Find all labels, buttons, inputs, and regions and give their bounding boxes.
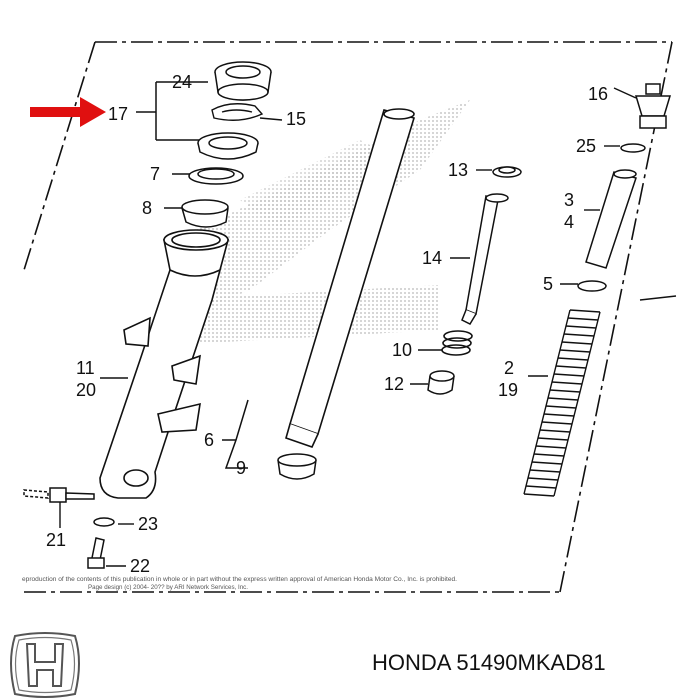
- dashed-frame: [23, 41, 673, 593]
- callout-12: 12: [384, 374, 404, 394]
- callout-23: 23: [138, 514, 158, 534]
- part-22-drain-bolt: [87, 537, 105, 569]
- part-25-o-ring: [620, 143, 646, 153]
- part-9-slide-bushing: [277, 453, 317, 480]
- part-10-rebound-spring: [441, 330, 473, 356]
- bracket-17: [136, 81, 208, 141]
- callout-19: 19: [498, 380, 518, 400]
- callout-16: 16: [588, 84, 608, 104]
- callout-11: 11: [76, 358, 95, 378]
- callout-3: 3: [564, 190, 574, 210]
- honda-h-logo-icon: [10, 632, 80, 698]
- bracket-6-9: [222, 399, 249, 469]
- part-17-oil-seal: [197, 132, 259, 160]
- callout-14: 14: [422, 248, 442, 268]
- part-11-fork-slider: [99, 229, 230, 499]
- part-14-damper-rod: [461, 193, 509, 325]
- callout-24: 24: [172, 72, 192, 92]
- callout-8: 8: [142, 198, 152, 218]
- part-7-washer: [188, 167, 244, 185]
- red-arrow-icon: [30, 97, 106, 127]
- callout-2: 2: [504, 358, 514, 378]
- part-13-washer: [492, 166, 522, 178]
- callout-6: 6: [204, 430, 214, 450]
- callout-17: 17: [108, 104, 128, 124]
- copyright-line-1: eproduction of the contents of this publ…: [22, 577, 457, 583]
- leader-lines: [59, 87, 677, 567]
- callout-21: 21: [46, 530, 66, 550]
- part-8-bushing: [181, 199, 229, 228]
- callout-25: 25: [576, 136, 596, 156]
- part-23-washer: [93, 517, 115, 527]
- part-3-spacer: [585, 169, 637, 269]
- callout-9: 9: [236, 458, 246, 478]
- callout-7: 7: [150, 164, 160, 184]
- part-16-fork-bolt: [634, 83, 672, 129]
- part-2-fork-spring: [523, 309, 601, 497]
- callout-4: 4: [564, 212, 574, 232]
- callout-22: 22: [130, 556, 150, 576]
- part-24-dust-seal: [214, 61, 272, 101]
- part-number-caption: HONDA 51490MKAD81: [372, 650, 606, 675]
- part-6-fork-tube: [285, 108, 416, 448]
- callout-labels: 24 17 15 7 8 11 20 6 9 13 14 10 12 16 25…: [46, 72, 608, 576]
- part-21-socket-bolt: [23, 487, 95, 503]
- callout-15: 15: [286, 109, 306, 129]
- copyright-line-2: Page design (c) 2004- 20?? by ARI Networ…: [88, 585, 248, 591]
- part-12-oil-lock-piece: [427, 370, 455, 395]
- callout-13: 13: [448, 160, 468, 180]
- callout-5: 5: [543, 274, 553, 294]
- callout-20: 20: [76, 380, 96, 400]
- part-5-washer: [577, 280, 607, 292]
- callout-10: 10: [392, 340, 412, 360]
- part-15-snap-ring: [211, 103, 264, 121]
